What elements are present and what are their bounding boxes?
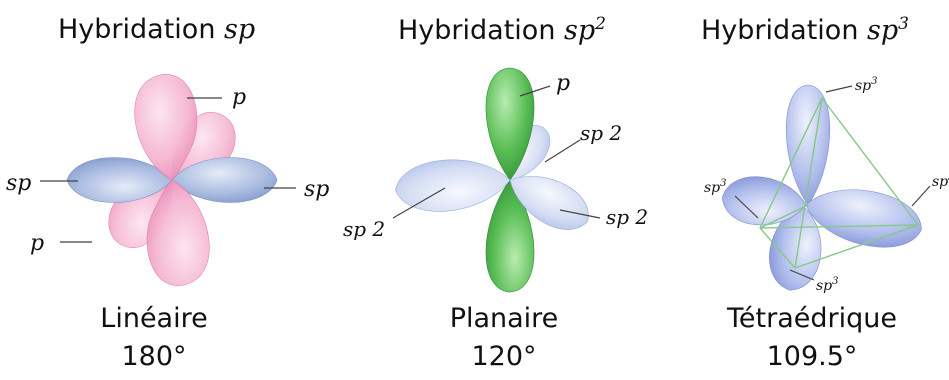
label-sp3-right: sp3 [932, 172, 949, 190]
label-p-top: p [232, 85, 246, 110]
sp2-lobe-left [395, 159, 511, 212]
p-lobe-bottom [485, 179, 535, 293]
leader-line [825, 85, 853, 93]
sp3-lobe-left [722, 176, 807, 226]
geometry-name: Tétraédrique [727, 303, 897, 334]
title-orbital: sp [564, 15, 596, 46]
orbital-diagram: p sp sp p p sp 2 sp 2 sp 2 [6, 67, 949, 294]
sp-panel: p sp sp p [6, 74, 329, 286]
label-sp2-lower-right: sp 2 [606, 205, 648, 229]
label-sp2-left: sp 2 [343, 217, 385, 241]
label-sp3-top: sp3 [855, 76, 878, 94]
leader-line [911, 185, 931, 207]
p-lobe-front-top [134, 74, 198, 181]
p-lobe-top [485, 67, 535, 181]
label-sp2-upper-right: sp 2 [580, 121, 622, 145]
geometry-name: Planaire [449, 303, 559, 334]
title-sp3: Hybridation sp3 [701, 14, 909, 46]
leader-line [544, 139, 581, 163]
sp3-panel: sp3 sp3 sp3 sp3 [704, 76, 949, 294]
label-sp-right: sp [304, 177, 329, 202]
sp3-lobe-right [805, 189, 922, 248]
label-sp3-left: sp3 [704, 178, 727, 196]
bond-angle: 109.5° [766, 341, 858, 372]
bond-angle: 180° [121, 341, 187, 372]
label-p-bottom: p [30, 231, 44, 256]
geometry-caption-sp: Linéaire 180° [34, 300, 274, 376]
label-p: p [556, 71, 570, 96]
title-orbital: sp [224, 14, 256, 45]
title-prefix: Hybridation [398, 15, 556, 46]
bond-angle: 120° [471, 341, 537, 372]
leader-line [519, 85, 551, 97]
sp2-lobe-lower-right [509, 176, 589, 230]
title-prefix: Hybridation [701, 15, 859, 46]
sp-lobe-left [66, 157, 173, 203]
leader-line [734, 195, 759, 219]
p-lobe-front-bottom [146, 179, 210, 286]
leader-line [789, 269, 815, 281]
tetrahedron [759, 97, 919, 269]
label-sp-left: sp [6, 171, 31, 196]
title-sp: Hybridation sp [58, 14, 255, 45]
title-orbital: sp [867, 15, 899, 46]
leader-line [559, 209, 601, 219]
title-prefix: Hybridation [58, 14, 216, 45]
title-sp2: Hybridation sp2 [398, 14, 606, 46]
sp-lobe-right [171, 157, 278, 203]
title-exponent: 2 [595, 14, 606, 34]
title-exponent: 3 [898, 14, 909, 34]
geometry-caption-sp2: Planaire 120° [384, 300, 624, 376]
label-sp3-bottom: sp3 [816, 276, 839, 294]
sp3-lobe-bottom [769, 204, 822, 291]
geometry-name: Linéaire [100, 303, 208, 334]
geometry-caption-sp3: Tétraédrique 109.5° [692, 300, 932, 376]
sp2-panel: p sp 2 sp 2 sp 2 [343, 67, 648, 293]
leader-line [392, 187, 446, 219]
